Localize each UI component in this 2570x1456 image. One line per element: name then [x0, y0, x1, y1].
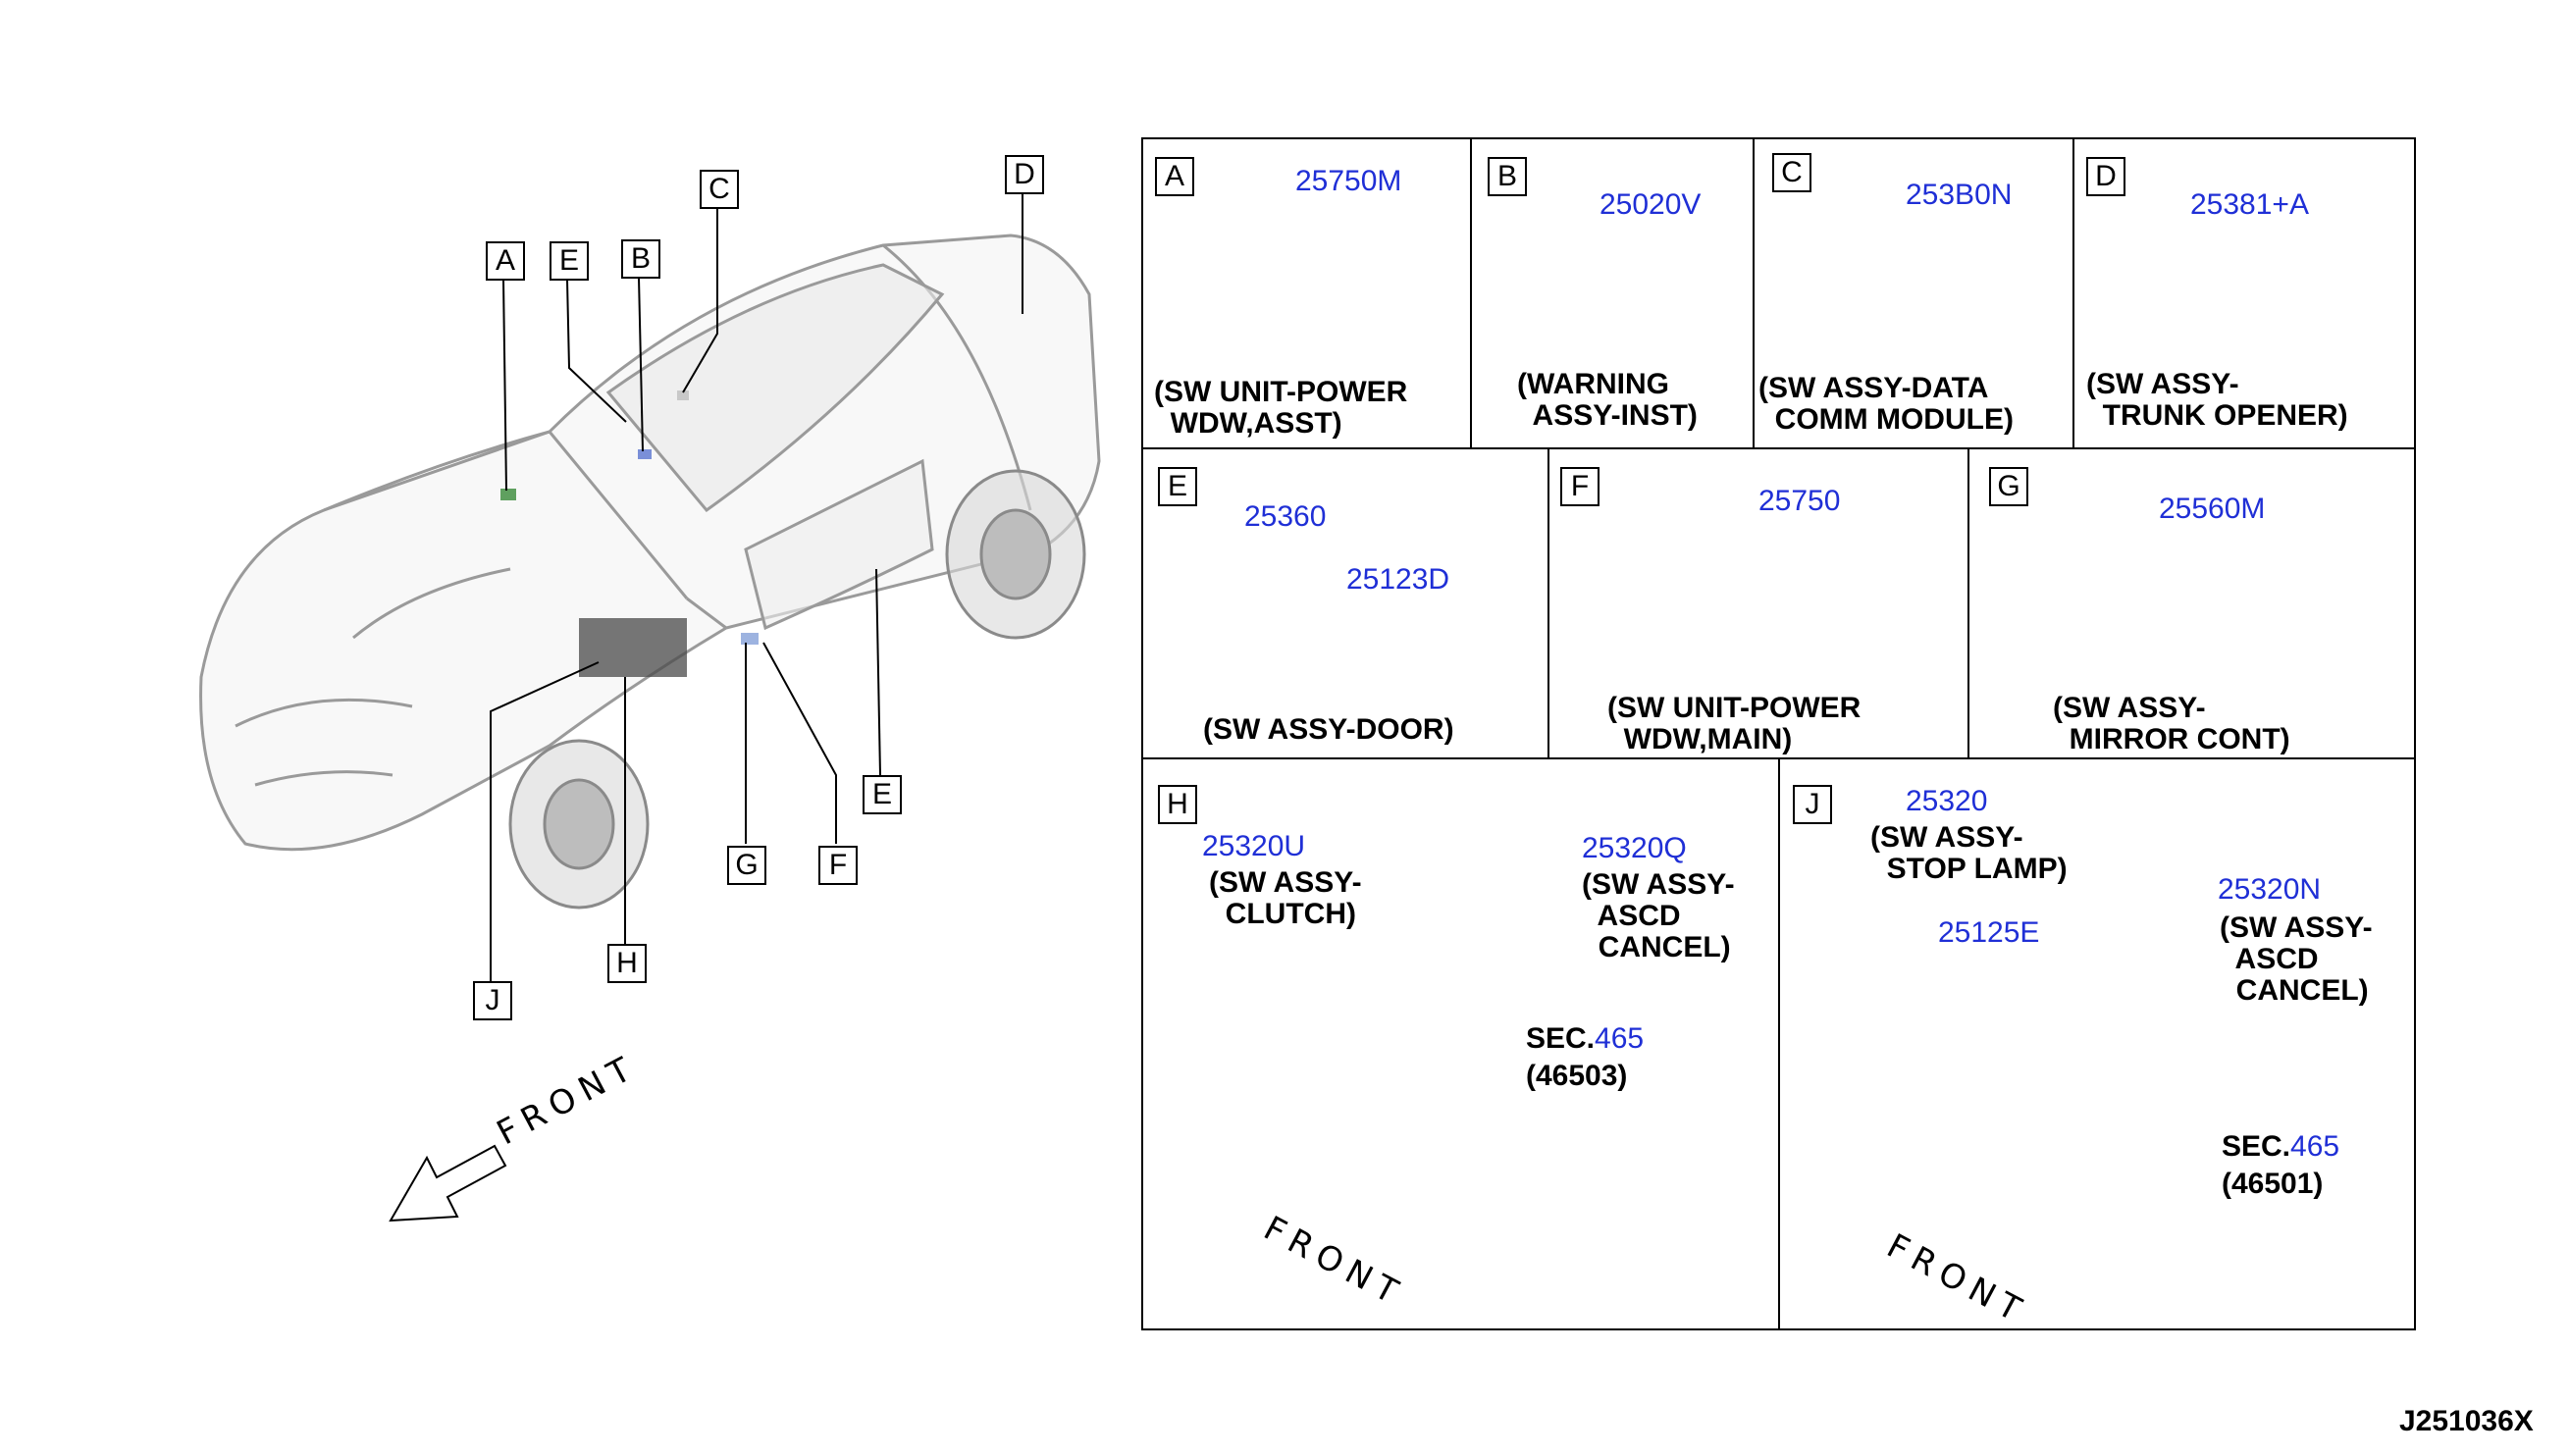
callout-e-top: E [550, 241, 589, 281]
part-number-25320: 25320 [1906, 785, 1988, 817]
part-desc-j-ascd: (SW ASSY- ASCD CANCEL) [2220, 911, 2373, 1007]
part-number-25560M: 25560M [2159, 493, 2266, 525]
part-number-25360: 25360 [1244, 500, 1327, 533]
front-arrow-icon [389, 1144, 507, 1222]
part-desc-a: (SW UNIT-POWER WDW,ASST) [1154, 376, 1408, 440]
part-desc-d: (SW ASSY- TRUNK OPENER) [2086, 368, 2348, 432]
part-number-25020V: 25020V [1600, 188, 1702, 221]
part-number-25123D: 25123D [1346, 563, 1450, 596]
part-desc-f: (SW UNIT-POWER WDW,MAIN) [1607, 692, 1862, 755]
part-desc-j-stop: (SW ASSY- STOP LAMP) [1870, 821, 2068, 885]
part-desc-h-clutch: (SW ASSY- CLUTCH) [1209, 866, 1362, 930]
diagram-id: J251036X [2399, 1405, 2534, 1437]
part-number-25750M: 25750M [1295, 165, 1402, 197]
part-number-25320U: 25320U [1202, 830, 1306, 862]
callout-j: J [473, 981, 512, 1020]
callout-a: A [486, 241, 525, 281]
part-number-25381A: 25381+A [2190, 188, 2309, 221]
callout-h: H [607, 944, 647, 983]
panel-j [1778, 757, 2416, 1330]
panel-e [1141, 447, 1549, 759]
panel-b-letter: B [1488, 157, 1527, 196]
callout-e-bottom: E [863, 775, 902, 814]
part-number-253B0N: 253B0N [1906, 179, 2013, 211]
car-wheels [508, 469, 1086, 910]
part-desc-g: (SW ASSY- MIRROR CONT) [2053, 692, 2290, 755]
sec-ref-h: SEC.465 [1526, 1022, 1645, 1055]
callout-d: D [1005, 155, 1044, 194]
panel-c-letter: C [1772, 153, 1811, 192]
callout-leaders [490, 193, 1023, 981]
panel-h [1141, 757, 1780, 1330]
part-number-25750: 25750 [1758, 485, 1841, 517]
part-desc-e: (SW ASSY-DOOR) [1203, 713, 1454, 746]
callout-c: C [700, 170, 739, 209]
panel-g-letter: G [1989, 467, 2028, 506]
panel-f [1547, 447, 1969, 759]
callout-f: F [818, 846, 858, 885]
sec-code-j: (46501) [2222, 1168, 2324, 1200]
panel-f-letter: F [1560, 467, 1600, 506]
part-number-25320N: 25320N [2218, 873, 2322, 906]
panel-d [2072, 137, 2416, 449]
panel-h-letter: H [1158, 785, 1197, 824]
panel-d-letter: D [2086, 157, 2125, 196]
part-desc-c: (SW ASSY-DATA COMM MODULE) [1758, 372, 2014, 436]
sec-ref-j: SEC.465 [2222, 1130, 2340, 1163]
panel-g [1967, 447, 2416, 759]
part-number-25125E: 25125E [1938, 916, 2040, 949]
part-desc-b: (WARNING ASSY-INST) [1517, 368, 1698, 432]
sec-code-h: (46503) [1526, 1060, 1628, 1092]
panel-j-letter: J [1793, 785, 1832, 824]
part-number-25320Q: 25320Q [1582, 832, 1687, 864]
panel-e-letter: E [1158, 467, 1197, 506]
callout-b: B [621, 239, 660, 279]
panel-a-letter: A [1155, 157, 1194, 196]
car-illustration [199, 234, 1101, 852]
callout-g: G [727, 846, 766, 885]
part-desc-h-ascd: (SW ASSY- ASCD CANCEL) [1582, 868, 1735, 963]
